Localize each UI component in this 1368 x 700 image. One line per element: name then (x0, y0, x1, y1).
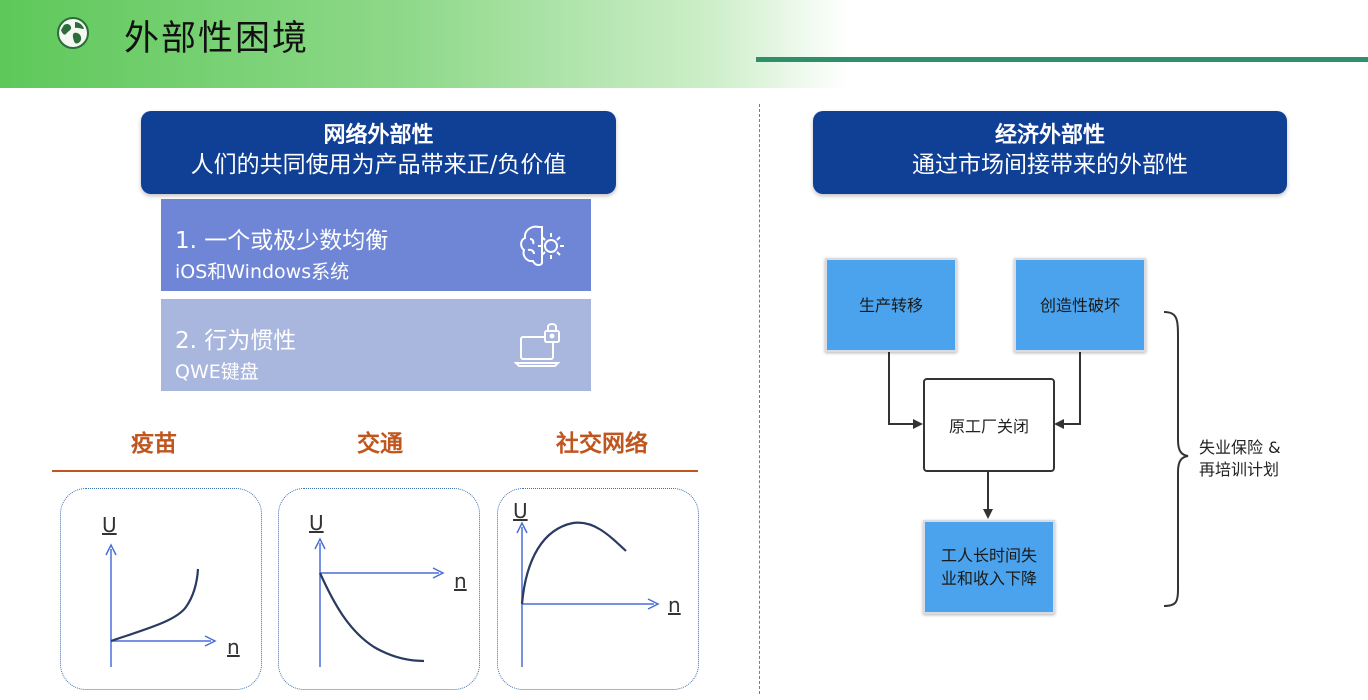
flow-creative-destruction-label: 创造性破坏 (1039, 295, 1120, 315)
item-behavior-inertia: 2. 行为惯性 QWE键盘 (161, 299, 591, 391)
graph-traffic-y-label: U (309, 511, 324, 535)
bracket-note-line2: 再培训计划 (1199, 460, 1280, 479)
laptop-lock-icon (513, 323, 561, 367)
flow-worker-unemployment-line2: 业和收入下降 (940, 569, 1037, 588)
bracket-note-line1: 失业保险 & (1199, 438, 1281, 457)
flow-worker-unemployment: 工人长时间失 业和收入下降 (923, 520, 1055, 614)
globe-icon (57, 17, 89, 49)
header-band (0, 0, 1368, 88)
item-equilibrium: 1. 一个或极少数均衡 iOS和Windows系统 (161, 199, 591, 291)
flow-worker-unemployment-label: 工人长时间失 业和收入下降 (941, 544, 1037, 590)
network-externality-subtitle: 人们的共同使用为产品带来正/负价值 (190, 152, 567, 178)
economic-externality-header: 经济外部性 通过市场间接带来的外部性 (813, 111, 1287, 194)
graph-traffic: U n (278, 488, 480, 690)
flow-factory-closure-label: 原工厂关闭 (948, 417, 1029, 436)
category-social-network: 社交网络 (556, 431, 648, 457)
item-behavior-inertia-title: 2. 行为惯性 (175, 328, 297, 354)
economic-externality-title: 经济外部性 (994, 123, 1105, 148)
graph-traffic-plot (314, 537, 445, 667)
graph-vaccine-x-label: n (227, 635, 240, 659)
flow-production-shift: 生产转移 (825, 258, 957, 352)
graph-vaccine-y-label: U (102, 513, 117, 537)
flow-factory-closure: 原工厂关闭 (923, 378, 1055, 472)
flow-production-shift-label: 生产转移 (858, 295, 923, 315)
category-rule (52, 470, 698, 472)
graph-social-network-plot (516, 521, 660, 667)
network-externality-title: 网络外部性 (323, 123, 434, 148)
bracket-note: 失业保险 & 再培训计划 (1199, 437, 1281, 481)
graph-traffic-x-label: n (454, 569, 467, 593)
network-externality-header: 网络外部性 人们的共同使用为产品带来正/负价值 (141, 111, 616, 194)
graph-social-network-x-label: n (668, 593, 681, 617)
item-equilibrium-title: 1. 一个或极少数均衡 (175, 228, 389, 254)
graph-social-network-y-label: U (513, 499, 528, 523)
economic-externality-subtitle: 通过市场间接带来的外部性 (912, 152, 1188, 178)
flow-worker-unemployment-line1: 工人长时间失 (940, 546, 1037, 565)
brain-gear-icon (520, 225, 564, 267)
flow-creative-destruction: 创造性破坏 (1014, 258, 1146, 352)
category-traffic: 交通 (357, 431, 403, 457)
section-divider (759, 104, 760, 694)
graph-vaccine: U n (60, 488, 262, 690)
item-equilibrium-example: iOS和Windows系统 (175, 261, 350, 283)
category-vaccine: 疫苗 (131, 431, 177, 457)
page-title: 外部性困境 (124, 19, 310, 59)
graph-social-network: U n (497, 488, 699, 690)
item-behavior-inertia-example: QWE键盘 (175, 361, 259, 383)
graph-vaccine-plot (105, 543, 217, 667)
